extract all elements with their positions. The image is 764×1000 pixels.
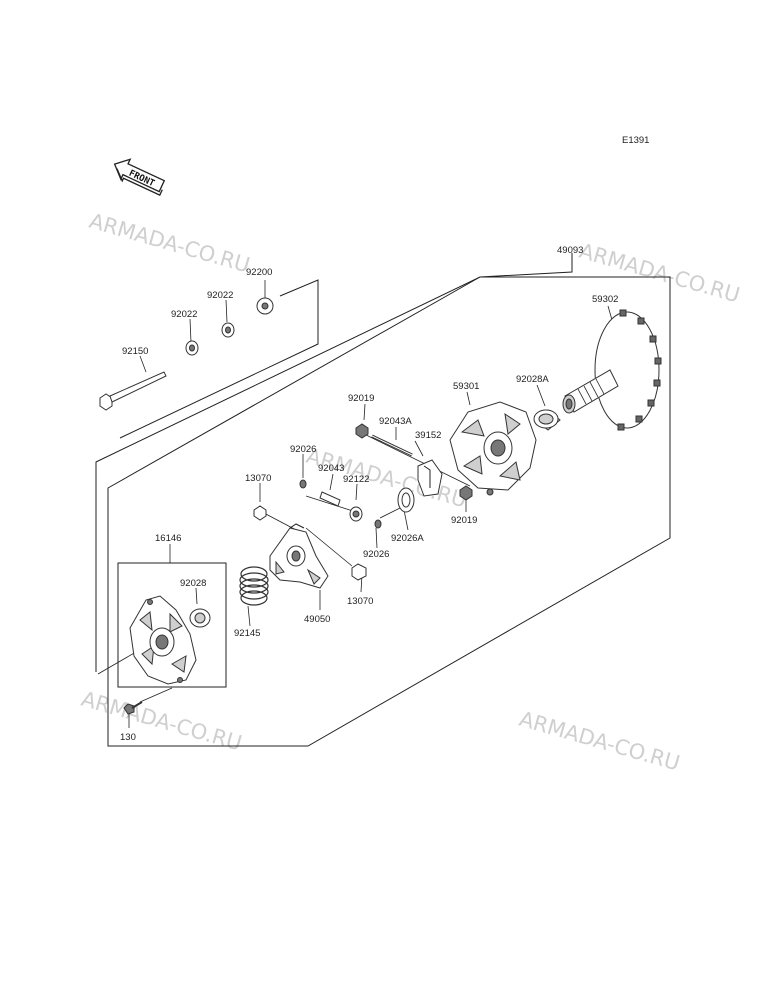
part-label-92043: 92043 <box>318 463 344 474</box>
washer-92022-b <box>221 322 235 338</box>
part-label-92026-upper: 92026 <box>290 444 316 455</box>
front-arrow-icon: FRONT <box>113 158 166 197</box>
roller-92122 <box>349 506 363 522</box>
part-label-92150: 92150 <box>122 346 148 357</box>
bolt-130 <box>123 701 143 715</box>
bolt-92150 <box>99 371 167 411</box>
washer-92200 <box>256 297 274 315</box>
diagram-code: E1391 <box>622 135 649 146</box>
bushing-92028 <box>189 608 211 628</box>
part-label-92026A: 92026A <box>391 533 424 544</box>
washer-92026-upper <box>299 479 307 489</box>
part-label-92019-upper: 92019 <box>348 393 374 404</box>
part-labels: 49093 59302 92028A 59301 92019 92043A 39… <box>120 245 618 743</box>
nut-92019-upper <box>355 423 369 439</box>
part-label-130: 130 <box>120 732 136 743</box>
washer-92026-lower <box>374 519 382 529</box>
washer-92022-a <box>185 340 199 356</box>
bushing-13070-lower <box>351 563 367 581</box>
cover-16146 <box>129 595 197 685</box>
part-label-92028A: 92028A <box>516 374 549 385</box>
part-label-92145: 92145 <box>234 628 260 639</box>
part-label-92028: 92028 <box>180 578 206 589</box>
part-label-92022-a: 92022 <box>171 309 197 320</box>
assembly-frame <box>95 253 671 747</box>
weight-39152 <box>417 459 443 497</box>
bushing-13070-upper <box>253 505 267 521</box>
watermark: ARMADA-CO.RU <box>517 707 683 776</box>
part-label-49093: 49093 <box>557 245 583 256</box>
part-label-92043A: 92043A <box>379 416 412 427</box>
movable-sheave-59301 <box>449 401 537 496</box>
watermark: ARMADA-CO.RU <box>87 209 253 278</box>
bushing-92028A <box>533 409 561 431</box>
part-label-92022-b: 92022 <box>207 290 233 301</box>
washer-92026A <box>397 487 415 513</box>
fixed-sheave-59302 <box>562 309 662 431</box>
part-label-92122: 92122 <box>343 474 369 485</box>
watermark: ARMADA-CO.RU <box>79 687 245 756</box>
part-label-13070-upper: 13070 <box>245 473 271 484</box>
pin-92043A <box>371 434 413 457</box>
part-label-39152: 39152 <box>415 430 441 441</box>
nut-92019-lower <box>459 485 473 501</box>
part-label-92019-lower: 92019 <box>451 515 477 526</box>
part-label-92200: 92200 <box>246 267 272 278</box>
part-label-92026-lower: 92026 <box>363 549 389 560</box>
part-label-59302: 59302 <box>592 294 618 305</box>
part-label-59301: 59301 <box>453 381 479 392</box>
leader-lines <box>97 280 613 728</box>
part-label-13070-lower: 13070 <box>347 596 373 607</box>
part-label-49050: 49050 <box>304 614 330 625</box>
spider-49050 <box>269 523 329 589</box>
part-label-16146: 16146 <box>155 533 181 544</box>
pin-92043 <box>319 491 341 507</box>
spring-92145 <box>239 566 269 606</box>
